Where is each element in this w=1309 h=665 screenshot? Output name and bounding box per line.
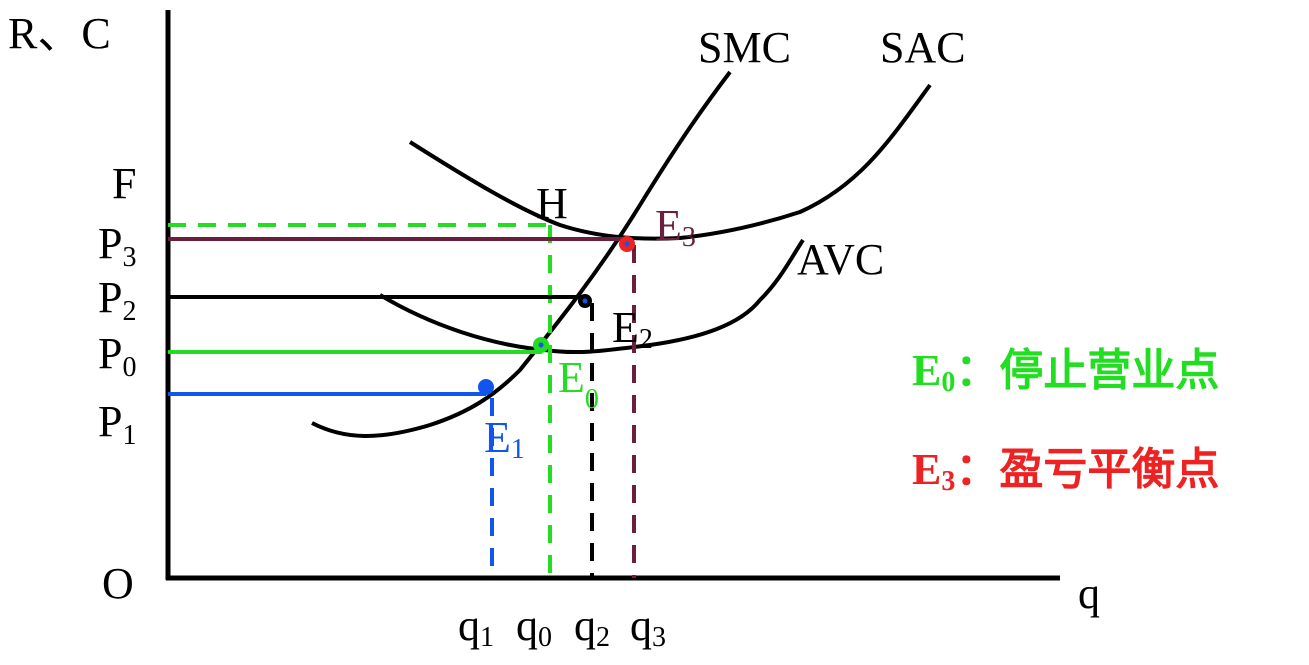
f-label: F — [112, 159, 136, 208]
avc-curve — [378, 238, 805, 355]
q1-label: q1 — [458, 601, 494, 653]
q0-label: q0 — [516, 601, 552, 653]
legend-shutdown-point: E0：停止营业点 — [912, 346, 1219, 398]
legend-breakeven-point: E3：盈亏平衡点 — [912, 445, 1219, 497]
sac-curve — [408, 83, 932, 241]
origin-label: O — [102, 559, 134, 608]
e2-point-center — [582, 298, 588, 304]
q2-label: q2 — [574, 601, 610, 653]
e3-point-center — [624, 241, 630, 247]
p2-label: P2 — [98, 273, 136, 327]
e1-label: E1 — [484, 413, 525, 465]
p3-label: P3 — [98, 219, 136, 273]
x-axis-label: q — [1078, 569, 1100, 618]
e2-label: E2 — [612, 303, 653, 355]
e0-label: E0 — [558, 353, 599, 415]
sac-label: SAC — [880, 23, 966, 72]
avc-label: AVC — [797, 235, 884, 284]
y-axis-label: R、C — [8, 9, 111, 58]
h-label: H — [536, 179, 568, 228]
p1-label: P1 — [98, 397, 136, 451]
smc-label: SMC — [698, 23, 791, 72]
e1-point — [478, 379, 494, 395]
q3-label: q3 — [630, 601, 666, 653]
e0-point-center — [538, 342, 544, 348]
smc-curve — [311, 70, 732, 438]
p0-label: P0 — [98, 329, 136, 383]
e3-label: E3 — [655, 201, 696, 253]
